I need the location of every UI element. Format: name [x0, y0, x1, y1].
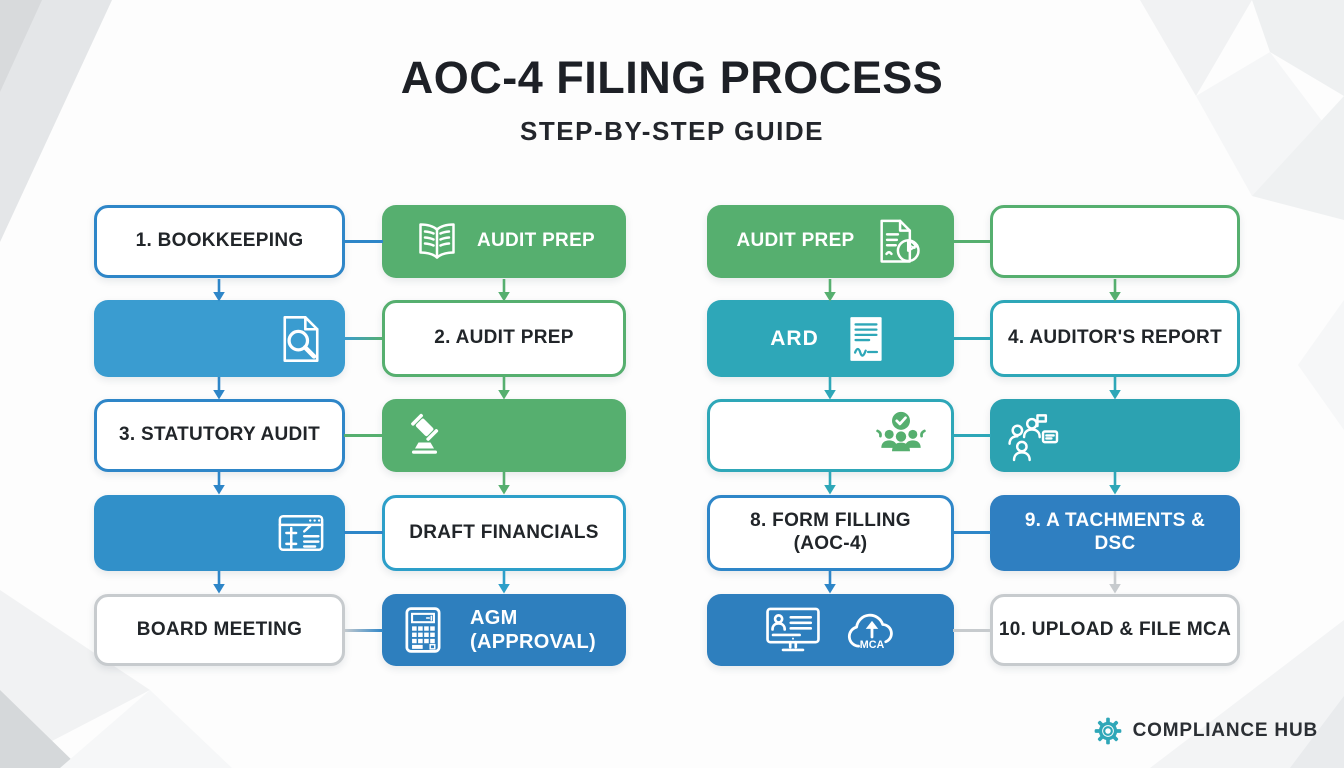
connector-line [953, 629, 991, 632]
arrow-down-icon [1109, 279, 1121, 302]
connector-line [344, 337, 383, 340]
arrow-down-icon [213, 571, 225, 594]
step-board-meeting: BOARD MEETING [94, 594, 345, 666]
box-calculation [94, 495, 345, 571]
box-blank [990, 205, 1240, 278]
arrow-down-icon [824, 279, 836, 302]
step-form-filling: 8. FORM FILLING (AOC-4) [707, 495, 954, 571]
page-subtitle: STEP-BY-STEP GUIDE [520, 116, 824, 146]
step-form-filling-label: 8. FORM FILLING (AOC-4) [750, 510, 911, 554]
step-auditors-report: 4. AUDITOR'S REPORT [990, 300, 1240, 377]
box-document-review [94, 300, 345, 377]
badge-ard-label: ARD [770, 326, 819, 350]
arrow-down-icon [1109, 377, 1121, 400]
arrow-down-icon [213, 279, 225, 302]
connector-line [344, 240, 383, 243]
step-bookkeeping-label: 1. BOOKKEEPING [135, 230, 304, 252]
arrow-down-icon [498, 279, 510, 302]
connector-line [953, 337, 991, 340]
connector-line [344, 531, 383, 534]
step-bookkeeping: 1. BOOKKEEPING [94, 205, 345, 278]
arrow-down-icon [498, 472, 510, 495]
arrow-down-icon [498, 377, 510, 400]
monitor-person-icon [765, 607, 820, 652]
connector-line [953, 531, 991, 534]
step-draft-financials-label: DRAFT FINANCIALS [409, 521, 599, 543]
box-upload-mca: MCA [707, 594, 954, 666]
step-attachments-dsc: 9. A TACHMENTS & DSC [990, 495, 1240, 571]
step-upload-file-mca: 10. UPLOAD & FILE MCA [990, 594, 1240, 666]
step-statutory-audit-label: 3. STATUTORY AUDIT [118, 424, 321, 446]
step-agm-approval: AGM (APPROVAL) [382, 594, 626, 666]
open-book-icon [419, 222, 455, 259]
gavel-icon [411, 413, 439, 454]
page-title: AOC-4 FILING PROCESS [400, 52, 944, 103]
signed-document-icon [850, 316, 882, 361]
brand-footer: COMPLIANCE HUB [1093, 716, 1318, 746]
report-pie-icon [879, 219, 920, 263]
step-auditors-report-label: 4. AUDITOR'S REPORT [1008, 327, 1222, 349]
connector-line [953, 434, 991, 437]
calculation-window-icon [278, 514, 324, 552]
box-meeting-approved [707, 399, 954, 472]
step-audit-prep: 2. AUDIT PREP [382, 300, 626, 377]
gear-icon [1094, 717, 1121, 745]
stakeholders-icon [1008, 413, 1059, 461]
badge-audit-prep-label: AUDIT PREP [476, 230, 596, 252]
team-approved-icon [876, 411, 926, 451]
step-board-meeting-label: BOARD MEETING [136, 618, 303, 640]
header: AOC-4 FILING PROCESS STEP-BY-STEP GUIDE [0, 52, 1344, 147]
badge-audit-prep-report: AUDIT PREP [707, 205, 954, 278]
arrow-down-icon [213, 377, 225, 400]
step-upload-file-mca-label: 10. UPLOAD & FILE MCA [998, 618, 1232, 640]
badge-audit-prep-report-label: AUDIT PREP [736, 230, 855, 252]
step-agm-approval-label: AGM (APPROVAL) [470, 607, 596, 653]
connector-line [344, 629, 383, 632]
arrow-down-icon [1109, 472, 1121, 495]
arrow-down-icon [498, 571, 510, 594]
document-search-icon [283, 315, 319, 362]
badge-audit-prep: AUDIT PREP [382, 205, 626, 278]
step-draft-financials: DRAFT FINANCIALS [382, 495, 626, 571]
calculator-icon [405, 607, 441, 653]
step-statutory-audit: 3. STATUTORY AUDIT [94, 399, 345, 472]
mca-cloud-label: MCA [859, 639, 884, 651]
box-stakeholders [990, 399, 1240, 472]
connector-line [344, 434, 383, 437]
step-audit-prep-label: 2. AUDIT PREP [434, 327, 574, 349]
connector-line [953, 240, 991, 243]
badge-ard: ARD [707, 300, 954, 377]
arrow-down-icon [1109, 571, 1121, 594]
arrow-down-icon [213, 472, 225, 495]
arrow-down-icon [824, 571, 836, 594]
arrow-down-icon [824, 377, 836, 400]
cloud-upload-icon: MCA [847, 613, 893, 651]
brand-label: COMPLIANCE HUB [1132, 720, 1318, 741]
step-attachments-dsc-label: 9. A TACHMENTS & DSC [1024, 510, 1206, 554]
box-legal-audit [382, 399, 626, 472]
arrow-down-icon [824, 472, 836, 495]
